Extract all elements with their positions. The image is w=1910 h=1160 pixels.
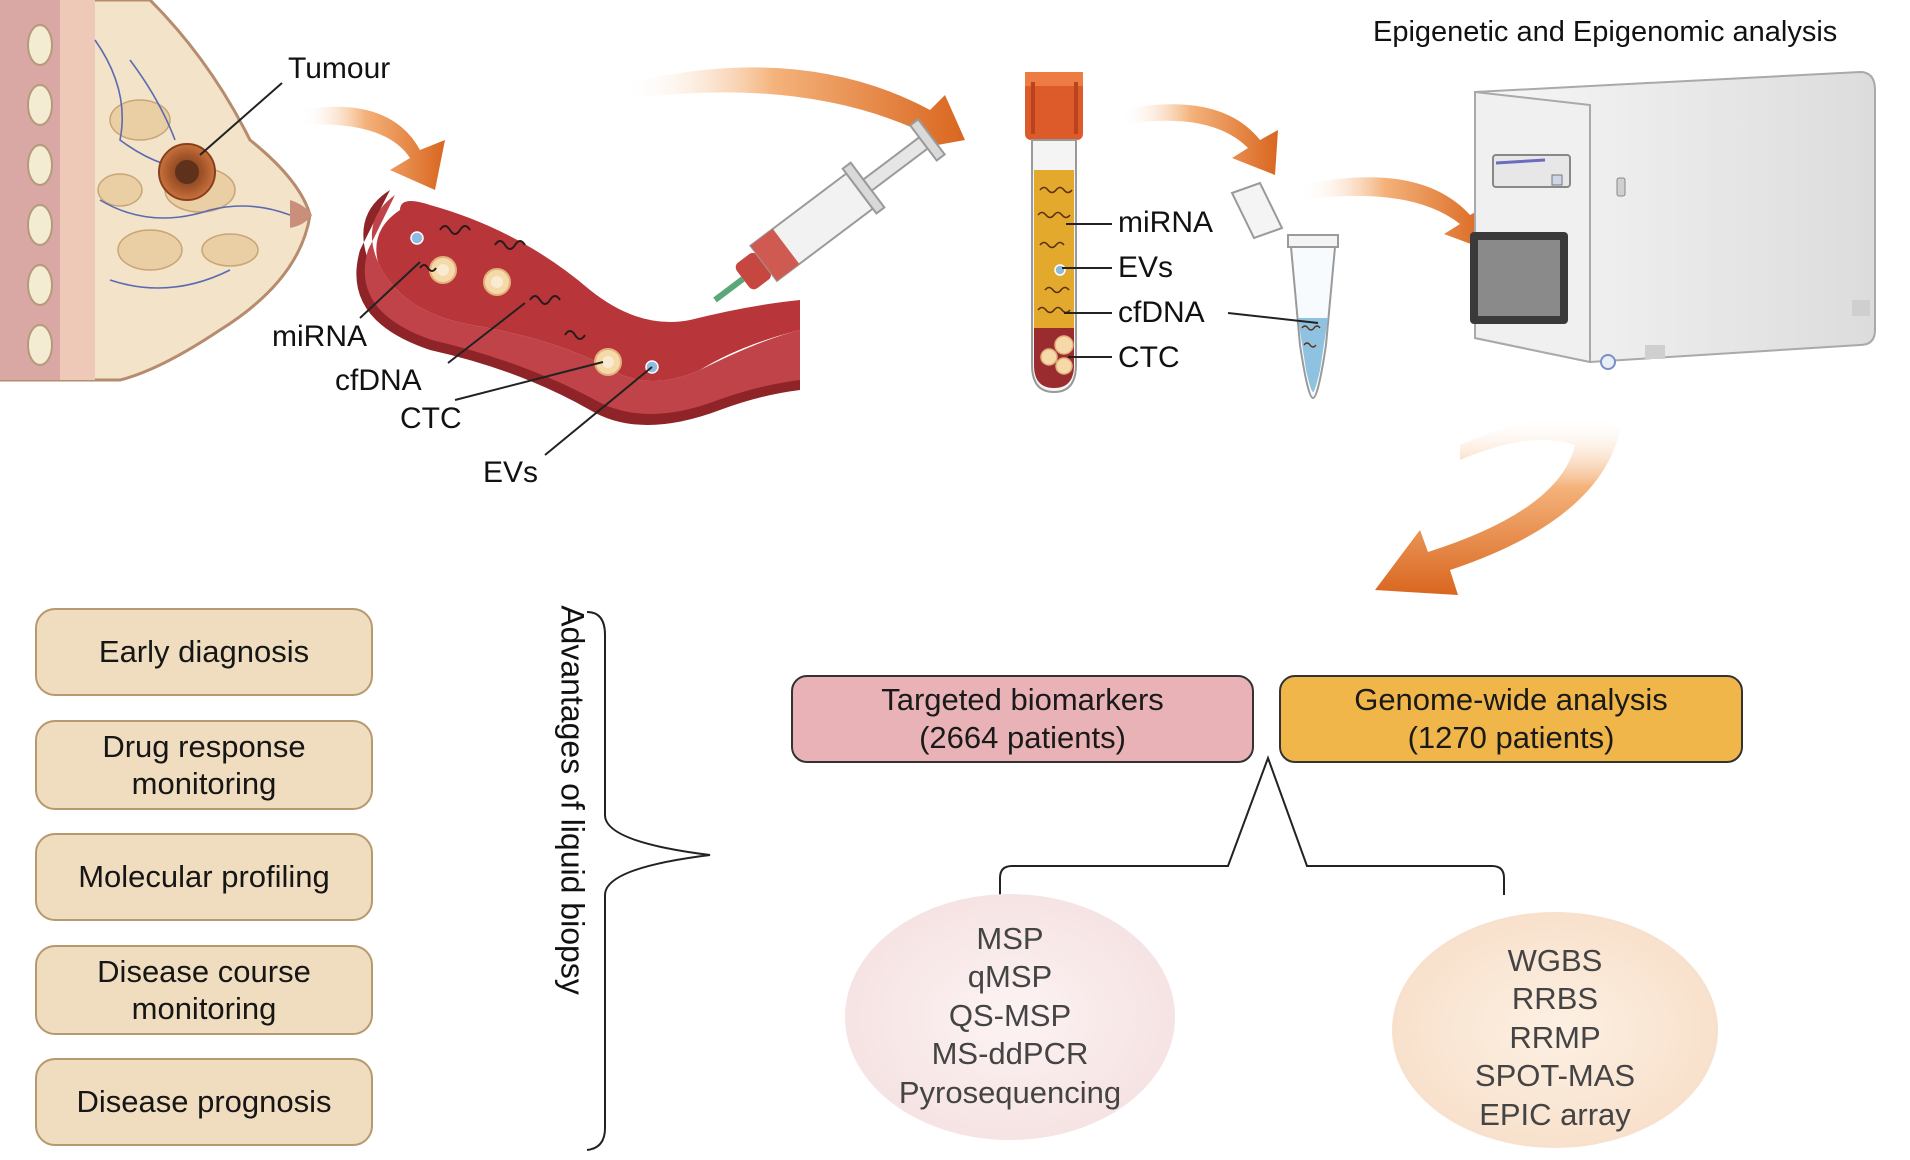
advantage-label: Disease course monitoring bbox=[97, 953, 311, 1026]
arrow-vessel-to-tube bbox=[620, 67, 965, 150]
technique-item: RRBS bbox=[1511, 981, 1599, 1017]
tube-label-cfdna: cfDNA bbox=[1118, 296, 1205, 329]
technique-item: QS-MSP bbox=[948, 997, 1072, 1033]
advantage-disease-prognosis: Disease prognosis bbox=[35, 1058, 373, 1146]
genome-wide-analysis-box: Genome-wide analysis (1270 patients) bbox=[1279, 675, 1743, 763]
tube-label-ctc: CTC bbox=[1118, 341, 1180, 374]
technique-item: qMSP bbox=[967, 959, 1053, 995]
analysis-title: Epigenetic and Epigenomic analysis bbox=[1373, 16, 1838, 48]
technique-item: WGBS bbox=[1507, 943, 1603, 978]
advantage-label: Molecular profiling bbox=[78, 859, 330, 895]
tube-callout-lines bbox=[1062, 223, 1112, 358]
advantage-molecular-profiling: Molecular profiling bbox=[35, 833, 373, 921]
advantages-brace bbox=[586, 611, 711, 1151]
advantage-label: Disease prognosis bbox=[76, 1084, 332, 1120]
analysis-machine bbox=[1470, 70, 1876, 370]
technique-item: EPIC array bbox=[1479, 1096, 1631, 1132]
blood-tube bbox=[1025, 72, 1083, 394]
genome-title: Genome-wide analysis bbox=[1354, 682, 1668, 718]
vessel-callout-lines bbox=[359, 261, 653, 456]
syringe bbox=[713, 117, 947, 303]
breast-illustration bbox=[0, 0, 312, 382]
technique-item: SPOT-MAS bbox=[1474, 1058, 1636, 1094]
genome-techniques-list: WGBS RRBS RRMP SPOT-MAS EPIC array bbox=[1425, 942, 1685, 1134]
targeted-title: Targeted biomarkers bbox=[881, 682, 1164, 718]
vessel-label-evs: EVs bbox=[483, 456, 539, 489]
advantage-drug-response-monitoring: Drug response monitoring bbox=[35, 720, 373, 810]
arrow-eppendorf-to-machine bbox=[1300, 177, 1488, 250]
targeted-techniques-list: MSP qMSP QS-MSP MS-ddPCR Pyrosequencing bbox=[880, 920, 1140, 1112]
tube-label-evs: EVs bbox=[1118, 251, 1174, 284]
targeted-patients: (2664 patients) bbox=[919, 720, 1126, 755]
blood-vessel bbox=[356, 190, 800, 425]
arrow-machine-to-methods bbox=[1375, 415, 1620, 595]
technique-item: RRMP bbox=[1509, 1019, 1601, 1055]
advantages-title: Advantages of liquid biopsy bbox=[554, 605, 591, 995]
targeted-biomarkers-box: Targeted biomarkers (2664 patients) bbox=[791, 675, 1254, 763]
technique-item: MSP bbox=[976, 921, 1044, 956]
eppendorf-tube bbox=[1230, 181, 1339, 400]
eppendorf-callout-line bbox=[1227, 312, 1319, 324]
arrow-breast-to-vessel bbox=[300, 106, 445, 190]
arrow-tube-to-eppendorf bbox=[1120, 104, 1278, 175]
genome-techniques-ellipse bbox=[1392, 912, 1718, 1148]
vessel-label-mirna: miRNA bbox=[272, 320, 367, 353]
vessel-label-ctc: CTC bbox=[400, 402, 462, 435]
vessel-label-cfdna: cfDNA bbox=[335, 364, 422, 397]
advantage-label: Drug response monitoring bbox=[102, 728, 306, 801]
tube-label-mirna: miRNA bbox=[1118, 206, 1213, 239]
advantage-label: Early diagnosis bbox=[98, 634, 310, 670]
advantage-early-diagnosis: Early diagnosis bbox=[35, 608, 373, 696]
technique-item: Pyrosequencing bbox=[898, 1074, 1122, 1110]
methods-connector bbox=[999, 755, 1505, 895]
technique-item: MS-ddPCR bbox=[931, 1036, 1089, 1072]
genome-patients: (1270 patients) bbox=[1407, 720, 1615, 755]
advantage-disease-course-monitoring: Disease course monitoring bbox=[35, 945, 373, 1035]
targeted-techniques-ellipse bbox=[845, 894, 1175, 1140]
tumour-label: Tumour bbox=[288, 52, 391, 85]
